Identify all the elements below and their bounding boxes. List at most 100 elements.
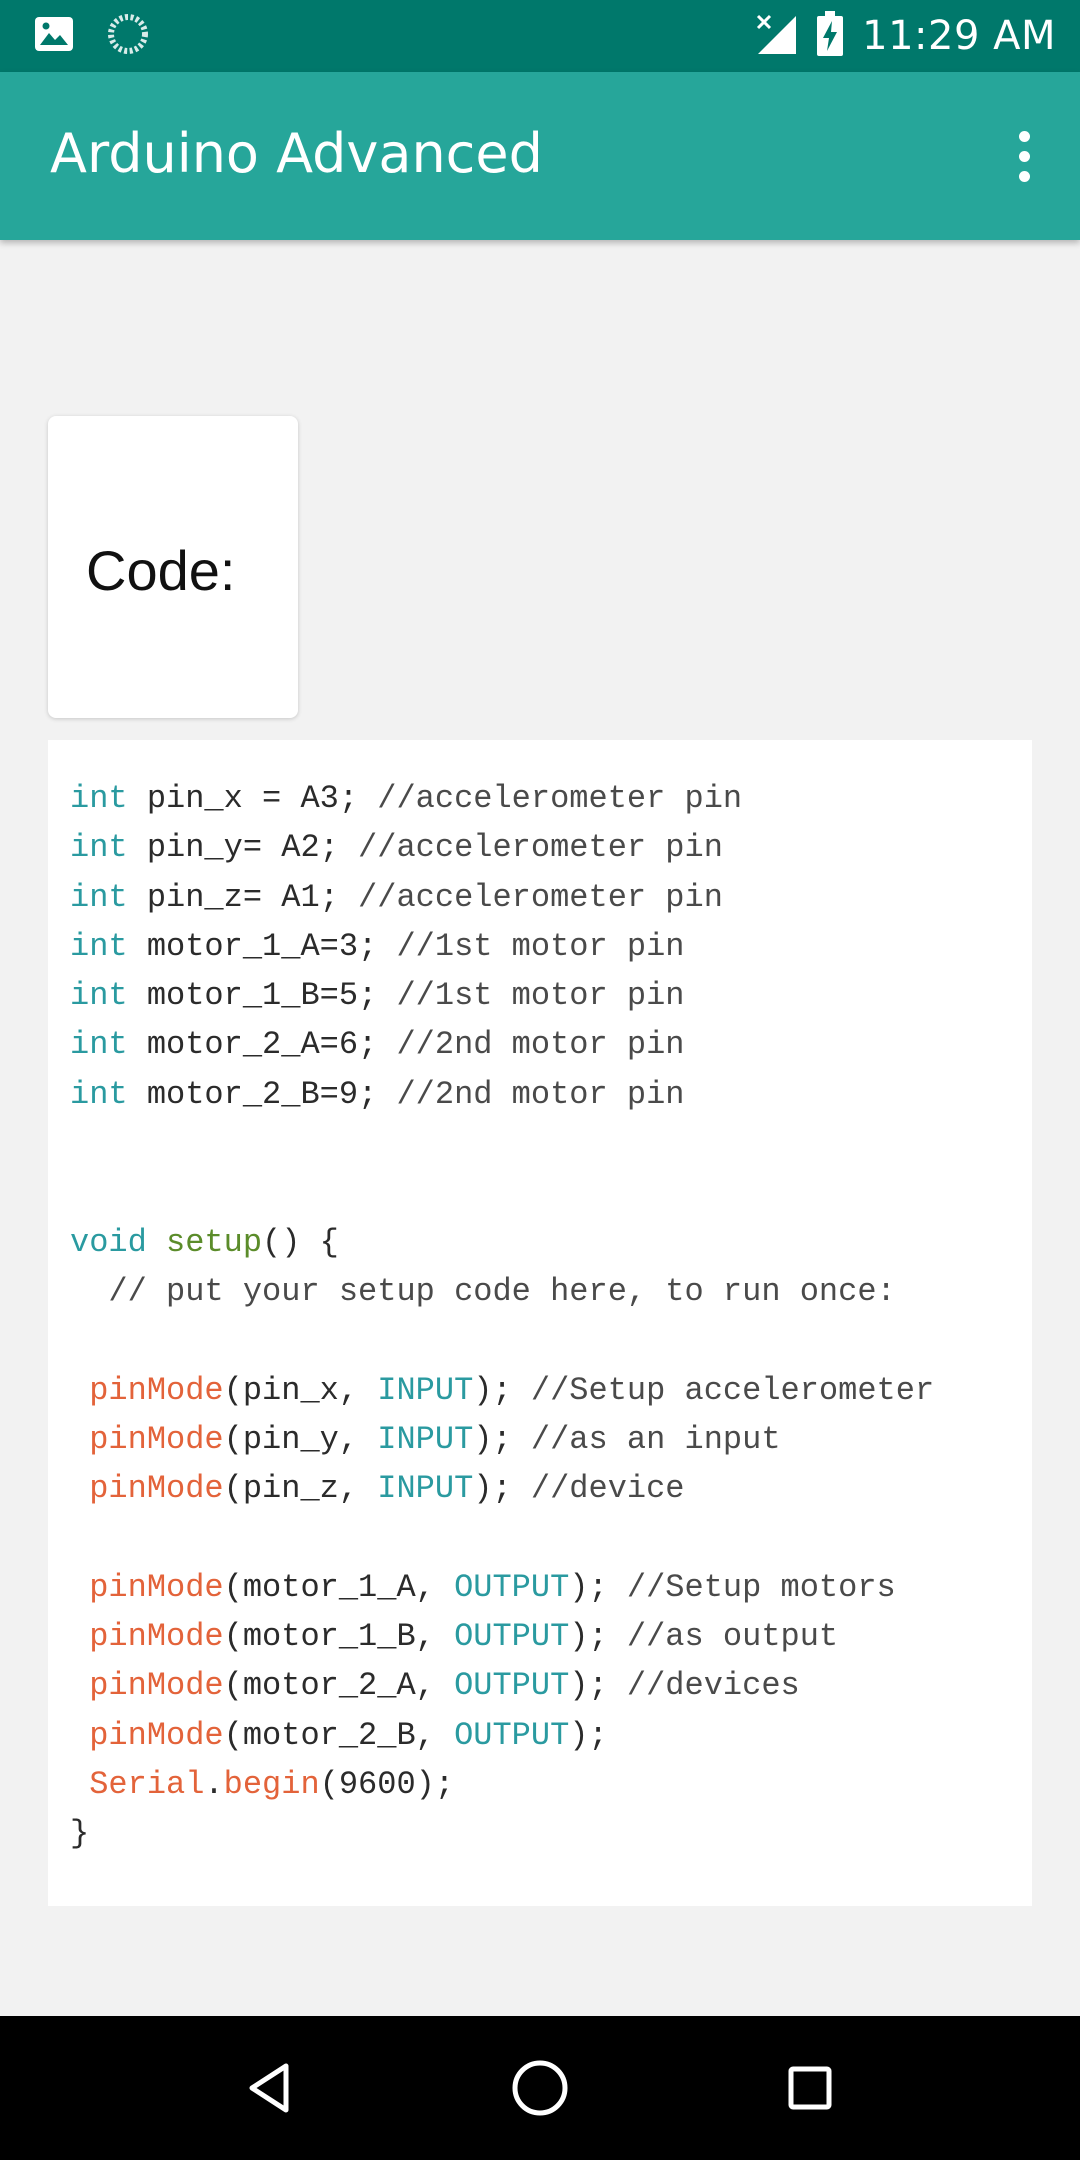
code-line [70, 1513, 934, 1562]
status-right-icons: 11:29 AM [754, 10, 1056, 62]
code-line: pinMode(pin_x, INPUT); //Setup accelerom… [70, 1366, 934, 1415]
status-left-icons [34, 14, 150, 58]
code-token: (motor_1_B, [223, 1618, 455, 1656]
navigation-bar [0, 2016, 1080, 2160]
code-token [70, 1766, 89, 1803]
code-token: OUTPUT [454, 1667, 570, 1705]
code-token: int [70, 1075, 128, 1113]
code-token: //2nd motor pin [396, 1075, 685, 1113]
code-line: Serial.begin(9600); [70, 1760, 934, 1809]
code-token: (motor_1_A, [223, 1568, 455, 1606]
image-icon [34, 16, 74, 56]
code-token: int [70, 829, 128, 867]
code-token: pinMode [89, 1618, 224, 1656]
status-bar: 11:29 AM [0, 0, 1080, 72]
code-token [70, 1372, 89, 1409]
code-token: //as an input [530, 1420, 781, 1458]
code-token: pinMode [89, 1470, 224, 1508]
recents-button[interactable] [774, 2052, 846, 2124]
code-token: ); [473, 1420, 531, 1458]
code-token [147, 1224, 166, 1261]
code-token: // put your setup code here, to run once… [70, 1272, 896, 1310]
code-token: //1st motor pin [396, 927, 685, 965]
overflow-menu-icon[interactable] [994, 118, 1054, 194]
code-token: (motor_2_B, [223, 1716, 455, 1754]
code-line: int motor_2_B=9; //2nd motor pin [70, 1070, 934, 1119]
code-token: begin [223, 1765, 320, 1803]
code-token [70, 1569, 89, 1606]
code-line: pinMode(motor_1_B, OUTPUT); //as output [70, 1612, 934, 1661]
code-token: motor_1_A=3; [127, 927, 397, 965]
code-token: (pin_y, [223, 1420, 378, 1458]
code-line: pinMode(motor_2_A, OUTPUT); //devices [70, 1661, 934, 1710]
code-line: int pin_y= A2; //accelerometer pin [70, 823, 934, 872]
code-line [70, 1168, 934, 1217]
code-token: ); [569, 1618, 627, 1656]
code-token: ); [569, 1568, 627, 1606]
code-token: //Setup motors [626, 1568, 896, 1606]
code-token: int [70, 977, 128, 1015]
code-line: int motor_1_A=3; //1st motor pin [70, 922, 934, 971]
code-token: . [204, 1765, 224, 1803]
code-token: //accelerometer pin [358, 878, 723, 916]
code-line: int pin_x = A3; //accelerometer pin [70, 774, 934, 823]
app-bar: Arduino Advanced [0, 72, 1080, 240]
code-token: ); [569, 1667, 627, 1705]
code-token: INPUT [377, 1420, 474, 1458]
code-token: void [70, 1223, 147, 1261]
code-token: pinMode [89, 1716, 224, 1754]
code-token: OUTPUT [454, 1716, 570, 1754]
code-token: int [70, 780, 128, 817]
code-line: int motor_1_B=5; //1st motor pin [70, 971, 934, 1020]
code-token: //device [530, 1470, 685, 1508]
code-token: (motor_2_A, [223, 1667, 455, 1705]
code-token: Serial [89, 1765, 205, 1803]
code-line: pinMode(pin_y, INPUT); //as an input [70, 1415, 934, 1464]
code-line: int pin_z= A1; //accelerometer pin [70, 873, 934, 922]
code-token: () { [262, 1223, 339, 1261]
code-line: } [70, 1809, 934, 1858]
code-token: motor_1_B=5; [127, 977, 397, 1015]
signal-off-icon [754, 12, 798, 60]
code-token: INPUT [377, 1371, 474, 1409]
code-token: //2nd motor pin [396, 1026, 685, 1064]
code-token: //Setup accelerometer [530, 1371, 935, 1409]
home-button[interactable] [504, 2052, 576, 2124]
code-token: //accelerometer pin [377, 780, 743, 817]
code-line: pinMode(pin_z, INPUT); //device [70, 1464, 934, 1513]
loading-icon [106, 12, 150, 60]
code-token: OUTPUT [454, 1618, 570, 1656]
battery-charging-icon [816, 11, 844, 61]
home-circle-icon [512, 2060, 568, 2116]
code-token: motor_2_B=9; [127, 1075, 397, 1113]
code-token: //as output [626, 1618, 839, 1656]
code-token: (pin_x, [223, 1371, 378, 1409]
code-token [70, 1667, 89, 1704]
code-token: //1st motor pin [396, 977, 685, 1015]
code-token: pinMode [89, 1667, 224, 1705]
code-line: pinMode(motor_2_B, OUTPUT); [70, 1711, 934, 1760]
code-token: pinMode [89, 1568, 224, 1606]
code-token: //devices [626, 1667, 800, 1705]
code-label-card: Code: [48, 416, 298, 718]
code-line [70, 1316, 934, 1365]
code-token: int [70, 878, 128, 916]
code-token: //accelerometer pin [358, 829, 723, 867]
code-label: Code: [86, 539, 236, 602]
back-button[interactable] [234, 2052, 306, 2124]
code-line: // put your setup code here, to run once… [70, 1267, 934, 1316]
back-triangle-icon [249, 2063, 289, 2113]
app-title: Arduino Advanced [50, 122, 543, 185]
code-token: } [70, 1815, 90, 1853]
code-token: pin_y= A2; [127, 829, 359, 867]
code-line: void setup() { [70, 1218, 934, 1267]
code-token [70, 1618, 89, 1655]
code-token [70, 1717, 89, 1754]
code-token: pin_z= A1; [127, 878, 359, 916]
recents-square-icon [788, 2066, 832, 2110]
code-token: (9600); [319, 1765, 455, 1803]
code-token: pin_x = A3; [127, 780, 378, 817]
code-token: int [70, 927, 128, 965]
